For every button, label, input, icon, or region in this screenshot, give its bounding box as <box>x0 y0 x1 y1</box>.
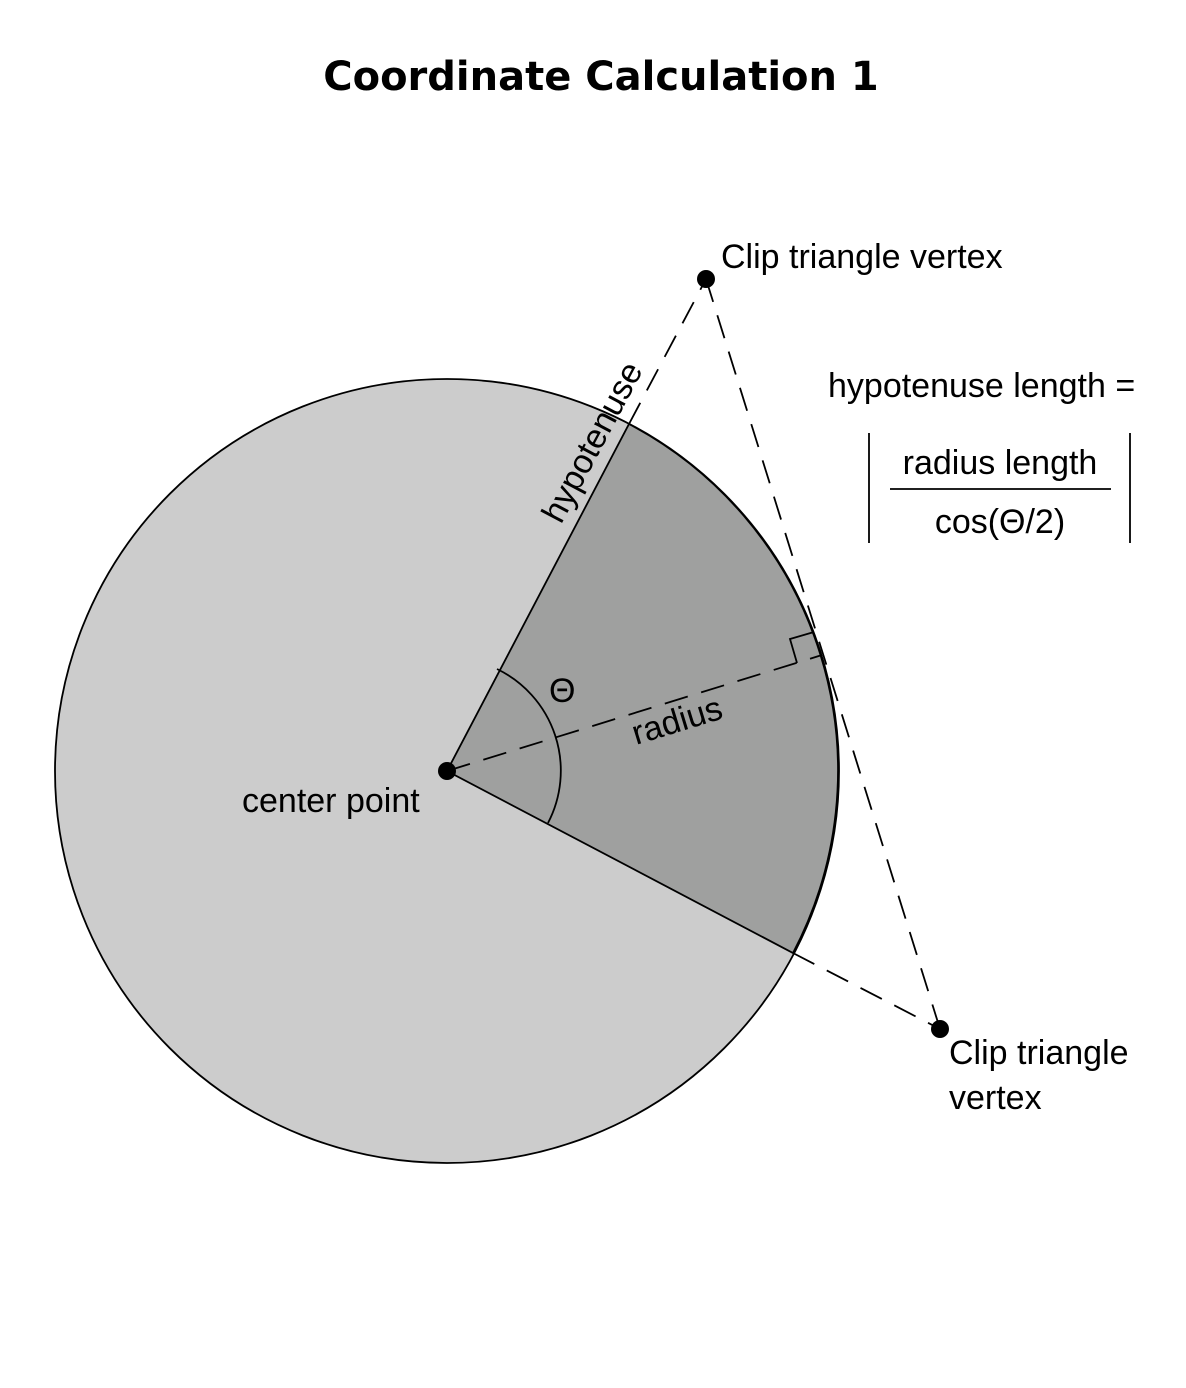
radius-line <box>446 654 823 772</box>
diagram-title: Coordinate Calculation 1 <box>323 54 879 100</box>
hypotenuse-extension-top <box>628 278 707 425</box>
tangent-line <box>705 278 941 1030</box>
right-angle-marker <box>788 631 815 664</box>
formula-lhs: hypotenuse length = <box>828 367 1135 405</box>
bottom-vertex-label-line1: Clip triangle <box>949 1034 1129 1072</box>
formula-numerator: radius length <box>903 444 1098 482</box>
center-point-dot <box>438 762 456 780</box>
formula-denominator: cos(Θ/2) <box>935 503 1065 541</box>
center-point-label: center point <box>242 782 420 820</box>
hypotenuse-extension-bottom <box>792 952 941 1030</box>
bottom-vertex-dot <box>931 1020 949 1038</box>
top-vertex-dot <box>697 270 715 288</box>
theta-arc <box>496 668 562 824</box>
bottom-vertex-label-line2: vertex <box>949 1079 1042 1117</box>
top-vertex-label: Clip triangle vertex <box>721 238 1003 276</box>
theta-label: Θ <box>549 672 575 710</box>
